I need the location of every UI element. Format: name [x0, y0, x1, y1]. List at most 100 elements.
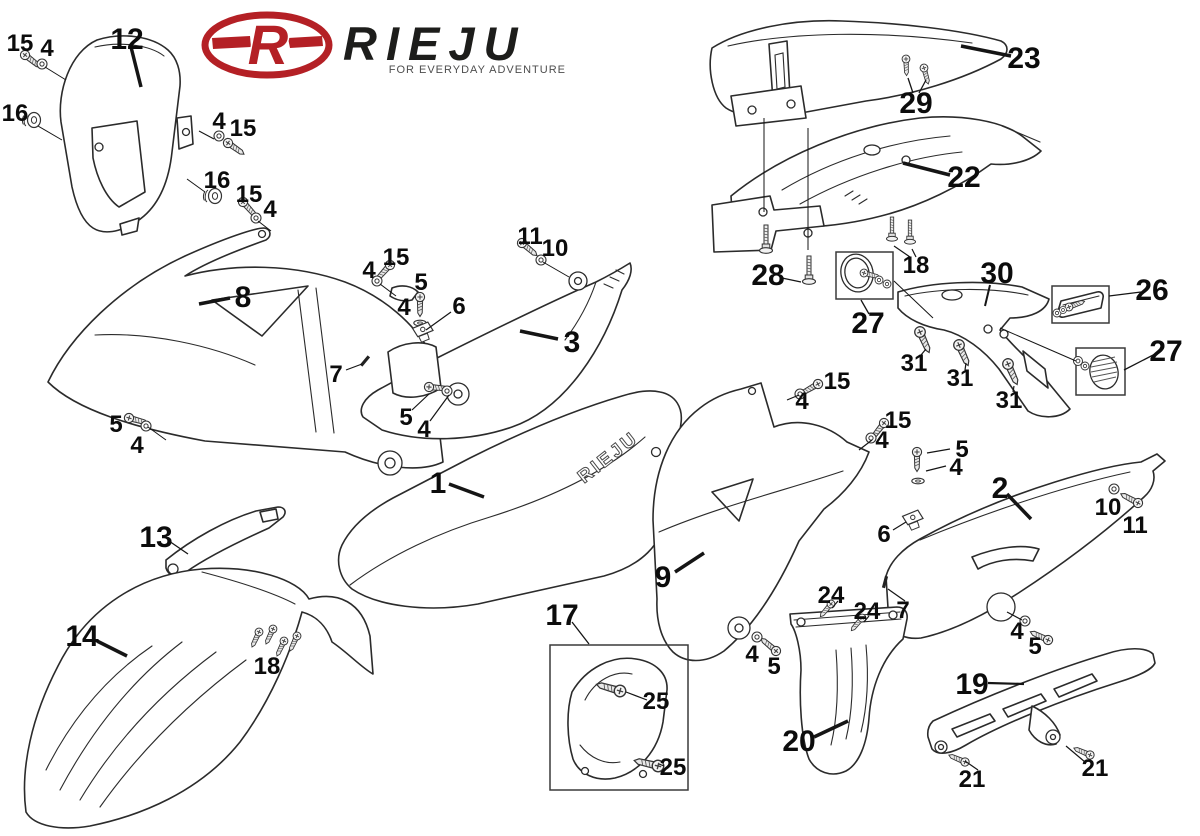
detail-box-26 [1051, 285, 1110, 324]
callout-15: 15 [383, 244, 410, 271]
leader-line [786, 394, 800, 401]
leader-line [1123, 352, 1158, 371]
fastener-bolt-up [904, 219, 916, 245]
leader-line [893, 245, 911, 258]
detail-box-27a [835, 251, 894, 300]
logo-emblem-oval [201, 11, 333, 79]
fastener-washer [250, 212, 262, 224]
part-2-rear-side-panel [885, 453, 1166, 640]
leader-line [198, 296, 231, 306]
leader-line [519, 329, 559, 341]
leader-line [999, 327, 1077, 362]
leader-line [257, 220, 272, 232]
callout-31: 31 [901, 350, 928, 377]
fastener-screw [946, 750, 971, 768]
callout-17: 17 [545, 599, 578, 632]
leader-line [892, 521, 907, 531]
rieju-logo: R RIEJU FOR EVERYDAY ADVENTURE [201, 11, 566, 79]
callout-13: 13 [139, 521, 172, 554]
leader-line [571, 621, 590, 645]
callout-4: 4 [875, 427, 889, 454]
leader-line [887, 588, 906, 602]
fastener-screw [414, 291, 426, 318]
fastener-bracket [901, 508, 926, 532]
part-22-rear-fender-bottom [711, 116, 1042, 253]
leader-line [984, 284, 991, 307]
callout-28: 28 [751, 259, 784, 292]
callout-26: 26 [1135, 274, 1168, 307]
callout-31: 31 [947, 365, 974, 392]
callout-6: 6 [877, 521, 890, 548]
callout-5: 5 [399, 404, 412, 431]
part-1-seat: RIEJU [337, 390, 683, 609]
leader-line [902, 161, 951, 177]
callout-4: 4 [949, 454, 963, 481]
callout-15: 15 [824, 368, 851, 395]
callout-30: 30 [980, 257, 1013, 290]
callout-20: 20 [782, 725, 815, 758]
leader-line [926, 448, 951, 454]
leader-line [863, 615, 870, 623]
leader-line [920, 348, 927, 356]
callout-27: 27 [1149, 335, 1182, 368]
leader-line [964, 362, 967, 371]
callout-10: 10 [542, 235, 569, 262]
logo-tagline: FOR EVERYDAY ADVENTURE [389, 64, 566, 76]
callout-7: 7 [329, 361, 342, 388]
part-23-rear-fender-top [709, 19, 1008, 127]
callout-8: 8 [235, 281, 252, 314]
part-14-front-fender [23, 567, 374, 829]
part-27-round-reflector-box-b [1075, 347, 1126, 396]
leader-line [1006, 611, 1023, 621]
callout-4: 4 [745, 641, 759, 668]
callout-5: 5 [1028, 633, 1041, 660]
leader-line [960, 44, 1012, 58]
leader-line [860, 299, 870, 315]
leader-line [129, 46, 143, 88]
logo-emblem-letter: R [248, 13, 289, 76]
callout-1: 1 [430, 467, 447, 500]
callout-19: 19 [955, 668, 988, 701]
callout-16: 16 [204, 167, 231, 194]
callout-21: 21 [959, 766, 986, 793]
callout-15: 15 [885, 407, 912, 434]
leader-line [44, 66, 67, 81]
leader-line [542, 261, 570, 278]
leader-line [1005, 492, 1033, 521]
leader-line [429, 394, 450, 422]
leader-line [186, 178, 206, 193]
fastener-bolt-up [886, 216, 898, 242]
leader-line [345, 363, 363, 371]
leader-line [198, 130, 215, 140]
fastener-washer [1108, 483, 1120, 495]
callout-4: 4 [1010, 618, 1024, 645]
leader-line [96, 639, 128, 658]
part-30-license-plate-holder [897, 281, 1071, 418]
callout-12: 12 [110, 23, 143, 56]
fastener-washer [874, 275, 884, 285]
callout-4: 4 [417, 416, 431, 443]
leader-line [625, 691, 648, 701]
callout-5: 5 [767, 653, 780, 680]
leader-line [907, 77, 914, 94]
part-8-left-radiator-shroud [47, 227, 444, 476]
logo-emblem-bar-left [212, 36, 251, 49]
callout-24: 24 [854, 598, 881, 625]
callout-6: 6 [452, 293, 465, 320]
callout-25: 25 [643, 688, 670, 715]
callout-15: 15 [230, 115, 257, 142]
leader-line [448, 482, 485, 499]
fastener-washer-flat [911, 477, 925, 485]
leader-line [658, 763, 665, 767]
callout-15: 15 [7, 30, 34, 57]
fastener-washer [882, 279, 892, 289]
leader-line [858, 439, 873, 451]
detail-box-17 [549, 644, 689, 791]
callout-2: 2 [992, 472, 1009, 505]
part-9-front-side-panel [652, 382, 870, 662]
callout-4: 4 [130, 432, 144, 459]
leader-line [781, 277, 802, 283]
callout-11: 11 [517, 223, 542, 250]
